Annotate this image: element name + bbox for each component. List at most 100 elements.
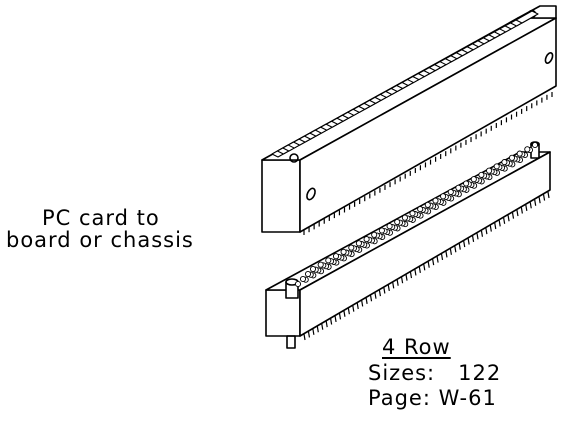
receptacle-lead	[520, 207, 523, 214]
receptacle-lead	[485, 228, 488, 235]
receptacle-lead	[321, 323, 324, 330]
receptacle-hole	[455, 184, 462, 191]
card-connector-front-hole	[306, 187, 316, 201]
receptacle-lead	[454, 246, 457, 253]
receptacle-lead	[529, 202, 532, 209]
receptacle-lead	[538, 197, 541, 204]
receptacle-lead	[330, 318, 333, 325]
receptacle-lead	[334, 315, 337, 323]
sizes-label: Sizes: 122	[368, 361, 502, 385]
receptacle-hole	[363, 236, 370, 243]
receptacle-bottom-peg	[286, 335, 296, 349]
receptacle-hole	[524, 146, 531, 153]
receptacle-lead	[396, 279, 399, 286]
description-line-2: board or chassis	[6, 228, 194, 252]
page-reference-label: Page: W-61	[368, 386, 497, 410]
receptacle-lead	[312, 328, 315, 335]
receptacle-hole	[501, 159, 508, 166]
row-count-label: 4 Row	[382, 335, 451, 359]
receptacle-lead	[414, 269, 417, 276]
receptacle-lead	[418, 266, 421, 273]
receptacle-lead	[427, 261, 430, 268]
receptacle-hole	[394, 218, 401, 226]
receptacle-lead	[365, 297, 368, 304]
receptacle-lead	[494, 222, 497, 230]
receptacle-lead	[498, 220, 501, 227]
receptacle-hole	[531, 141, 539, 149]
receptacle-lead	[343, 310, 346, 317]
receptacle-lead	[361, 300, 364, 307]
receptacle-hole	[386, 223, 393, 230]
description-line-1: PC card to	[42, 206, 160, 230]
card-edge-connector	[261, 5, 557, 235]
receptacle-hole	[332, 253, 340, 260]
receptacle-lead	[525, 204, 528, 212]
receptacle-hole	[417, 206, 424, 213]
receptacle-lead	[471, 235, 475, 242]
receptacle-side-face	[299, 151, 551, 337]
receptacle-lead	[449, 248, 452, 255]
receptacle-contact-holes	[294, 141, 539, 288]
receptacle-leads	[303, 191, 550, 341]
receptacle-lead	[325, 320, 328, 328]
receptacle-lead	[405, 274, 408, 281]
receptacle-lead	[480, 230, 484, 237]
card-connector-side-face	[299, 17, 557, 233]
receptacle-hole	[493, 163, 500, 170]
receptacle-hole	[470, 176, 477, 183]
receptacle-hole	[516, 150, 523, 157]
receptacle-hole	[294, 280, 302, 288]
receptacle-lead	[511, 212, 515, 219]
receptacle-hole	[440, 193, 447, 200]
receptacle-lead	[507, 215, 510, 222]
card-connector-top-hole-front	[289, 153, 299, 163]
receptacle-lead	[516, 209, 519, 217]
receptacle-lead	[352, 305, 355, 312]
receptacle-lead	[356, 302, 359, 310]
receptacle-lead	[378, 290, 382, 297]
receptacle-hole	[409, 210, 416, 217]
receptacle-hole	[432, 197, 439, 204]
receptacle-hole	[317, 261, 324, 268]
receptacle-hole	[508, 154, 516, 161]
receptacle-lead	[369, 295, 373, 302]
receptacle-hole	[447, 188, 454, 196]
receptacle-hole	[378, 227, 385, 234]
receptacle-hole	[309, 265, 317, 273]
card-connector-leads	[303, 92, 553, 235]
receptacle-lead	[489, 225, 492, 232]
receptacle-lead	[338, 313, 342, 320]
receptacle-lead	[534, 199, 537, 206]
receptacle-hole	[486, 167, 493, 174]
receptacle-lead	[307, 331, 311, 338]
receptacle-lead	[409, 271, 413, 279]
receptacle-hole	[463, 180, 470, 187]
receptacle-lead	[547, 191, 550, 199]
receptacle-lead	[445, 251, 448, 258]
receptacle-hole	[304, 270, 312, 278]
receptacle-hole	[325, 257, 332, 264]
card-contact	[515, 10, 539, 24]
receptacle-lead	[316, 326, 319, 333]
receptacle-hole	[371, 231, 378, 238]
receptacle-lead	[476, 233, 479, 240]
card-connector-front-face	[261, 159, 301, 233]
receptacle-lead	[458, 243, 461, 250]
board-receptacle	[265, 141, 551, 349]
receptacle-hole	[299, 275, 307, 283]
receptacle-lead	[387, 284, 390, 292]
receptacle-lead	[383, 287, 386, 294]
receptacle-lead	[436, 256, 439, 263]
card-contacts	[271, 10, 539, 158]
receptacle-hole	[348, 244, 355, 251]
receptacle-lead	[467, 238, 470, 245]
receptacle-lead	[440, 253, 444, 261]
receptacle-lead	[503, 217, 506, 224]
card-connector-rear-hole	[544, 52, 554, 64]
receptacle-hole	[401, 214, 408, 221]
receptacle-lead	[463, 240, 466, 248]
receptacle-lead	[347, 308, 350, 315]
receptacle-lead	[423, 264, 426, 271]
